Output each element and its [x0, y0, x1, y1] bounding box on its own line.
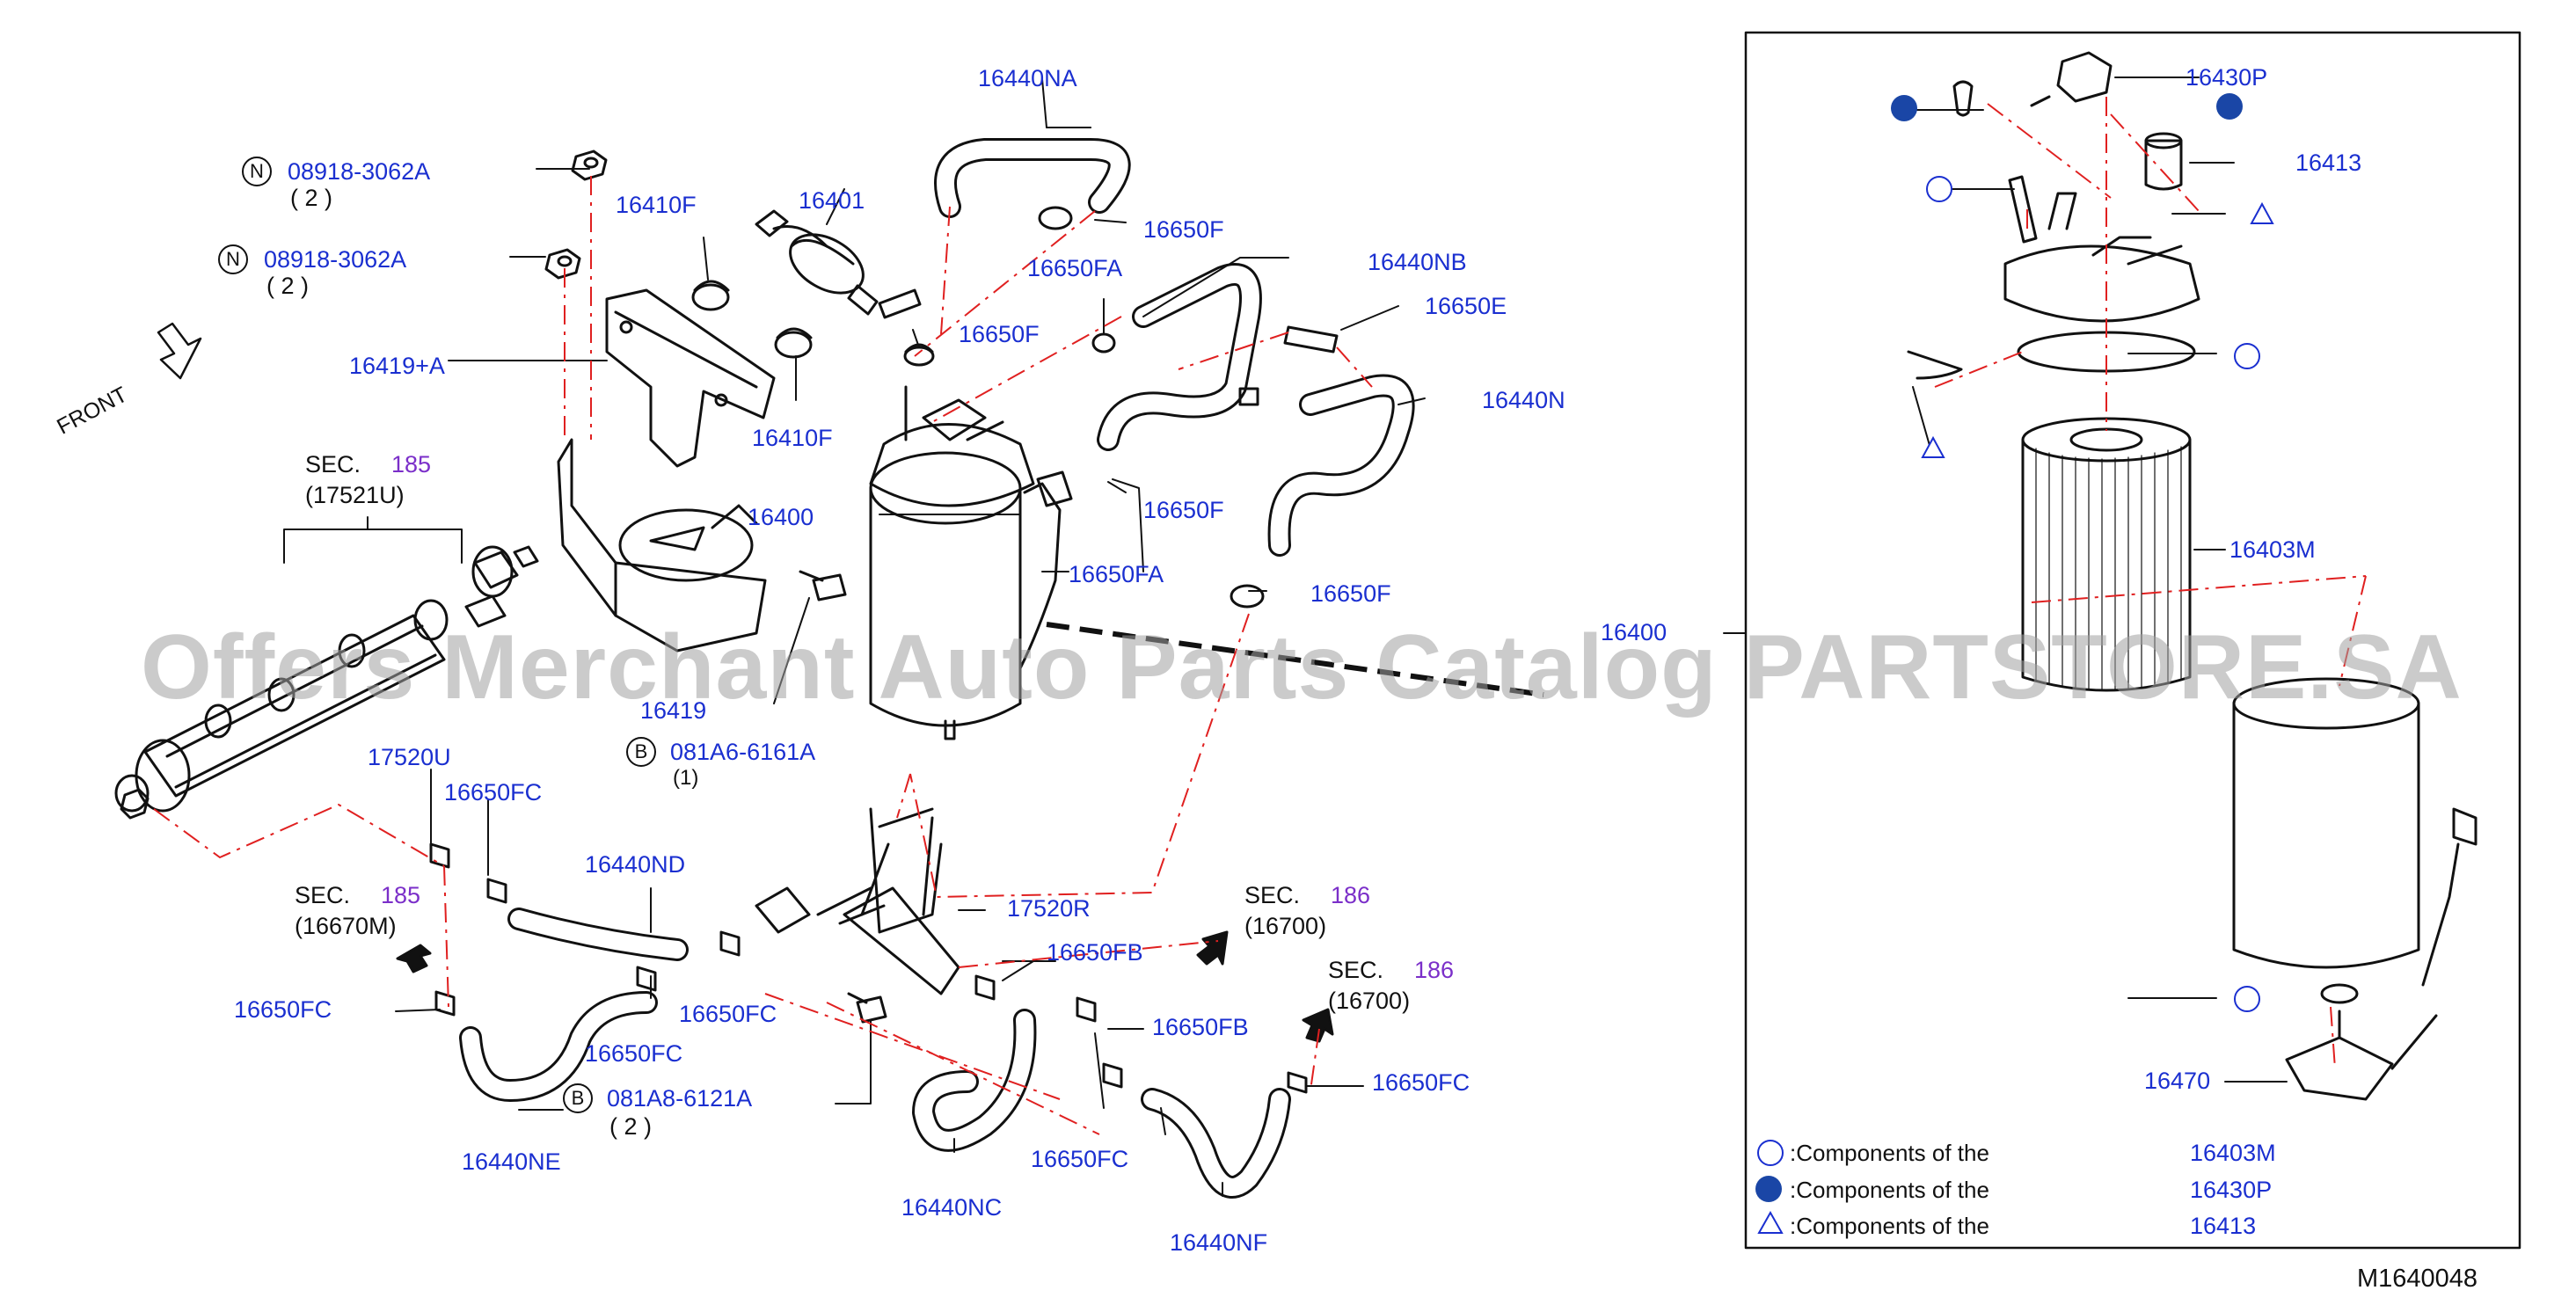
priming-pump-drawing	[755, 209, 922, 319]
leader-lines	[283, 77, 2288, 1197]
part-16650FC-a[interactable]: 16650FC	[444, 779, 543, 806]
sec-arrow-16700-a	[1196, 930, 1229, 966]
part-17520R[interactable]: 17520R	[1007, 895, 1091, 922]
sec-prefix-2: SEC.	[295, 882, 351, 908]
part-16650FA-b[interactable]: 16650FA	[1069, 561, 1164, 587]
part-16650FA-a[interactable]: 16650FA	[1027, 255, 1123, 281]
routing-lines	[153, 97, 2367, 1135]
part-16440NB[interactable]: 16440NB	[1368, 249, 1467, 275]
fuel-rail-drawing	[114, 545, 539, 820]
legend-open-circle-icon	[1757, 1140, 1784, 1166]
part-16650F-d[interactable]: 16650F	[1310, 580, 1391, 607]
bolt-code-n1[interactable]: 08918-3062A	[288, 158, 431, 185]
b-marker-2: B	[563, 1083, 593, 1113]
sec-prefix-1: SEC.	[305, 451, 361, 478]
part-16650FB-b[interactable]: 16650FB	[1152, 1014, 1249, 1040]
part-17520U[interactable]: 17520U	[368, 744, 451, 770]
part-16650FC-f[interactable]: 16650FC	[1372, 1069, 1470, 1096]
part-16419[interactable]: 16419	[640, 697, 707, 724]
bolt-code-b2[interactable]: 081A8-6121A	[607, 1085, 753, 1112]
sec-arrow-16670M	[396, 944, 432, 973]
part-16440ND[interactable]: 16440ND	[585, 851, 686, 878]
detail-connector	[1046, 622, 1544, 697]
sec-ref-2: (16670M)	[295, 913, 397, 939]
bolt-code-n2[interactable]: 08918-3062A	[264, 246, 407, 273]
front-arrow-icon	[157, 322, 202, 380]
legend-text-2: :Components of the	[1790, 1177, 1989, 1203]
bolt-qty-b1: (1)	[673, 766, 699, 790]
part-16410F-bot[interactable]: 16410F	[752, 425, 833, 451]
sec-ref-3: (16700)	[1244, 913, 1327, 939]
watermark-text: Offers Merchant Auto Parts Catalog PARTS…	[141, 616, 2463, 718]
b-marker-1: B	[626, 737, 656, 767]
bracket-drawing	[605, 288, 776, 468]
n-marker-2: N	[218, 244, 248, 274]
heater-bracket-drawing	[557, 438, 767, 652]
fuel-filter-drawing	[869, 385, 1073, 740]
sec-ref-1: (17521U)	[305, 482, 405, 508]
sec-ref-4: (16700)	[1328, 988, 1411, 1014]
part-16419A[interactable]: 16419+A	[349, 353, 445, 379]
sec-number-4[interactable]: 186	[1414, 957, 1455, 983]
legend-text-3: :Components of the	[1790, 1213, 1989, 1239]
legend-part-2[interactable]: 16430P	[2190, 1177, 2273, 1203]
part-16650E[interactable]: 16650E	[1425, 293, 1507, 319]
bolt-081A8	[847, 992, 887, 1024]
part-16650FB-a[interactable]: 16650FB	[1047, 939, 1143, 966]
part-16400[interactable]: 16400	[748, 504, 814, 530]
part-16650F-b[interactable]: 16650F	[959, 321, 1040, 347]
detail-box	[1744, 31, 2521, 1250]
bolt-qty-n2: ( 2 )	[266, 273, 310, 299]
bolt-081A6	[799, 570, 847, 601]
part-16413[interactable]: 16413	[2295, 149, 2362, 176]
open-circle-marker	[2234, 343, 2260, 369]
sec-prefix-3: SEC.	[1244, 882, 1301, 908]
part-16400-detail[interactable]: 16400	[1601, 619, 1667, 645]
small-clamps-drawing	[429, 842, 1308, 1094]
part-16650F-a[interactable]: 16650F	[1143, 216, 1224, 243]
open-circle-marker	[2234, 986, 2260, 1012]
part-16650F-c[interactable]: 16650F	[1143, 497, 1224, 523]
bolt-code-b1[interactable]: 081A6-6161A	[670, 739, 816, 765]
sec-arrow-16700-b	[1302, 1008, 1334, 1043]
part-16440N[interactable]: 16440N	[1482, 387, 1565, 413]
n-marker-1: N	[242, 157, 272, 186]
bolt-qty-b2: ( 2 )	[609, 1113, 653, 1140]
filled-circle-marker	[2216, 93, 2243, 120]
nuts-drawing	[544, 149, 608, 280]
part-16410F-top[interactable]: 16410F	[616, 192, 697, 218]
open-circle-marker	[1926, 176, 1952, 202]
part-16650FC-c[interactable]: 16650FC	[679, 1001, 777, 1027]
part-16650FC-e[interactable]: 16650FC	[1031, 1146, 1129, 1172]
part-16440NE[interactable]: 16440NE	[462, 1148, 561, 1175]
part-16650FC-d[interactable]: 16650FC	[585, 1040, 683, 1067]
part-16440NF[interactable]: 16440NF	[1170, 1229, 1268, 1256]
legend-text-1: :Components of the	[1790, 1140, 1989, 1166]
return-pipe-drawing	[755, 807, 960, 995]
legend-triangle-icon	[1757, 1210, 1784, 1234]
legend-filled-circle-icon	[1755, 1176, 1782, 1202]
sec-number-2[interactable]: 185	[381, 882, 421, 908]
legend-part-3[interactable]: 16413	[2190, 1213, 2257, 1239]
part-16430P[interactable]: 16430P	[2186, 64, 2268, 91]
detail-parts-drawing	[1907, 51, 2477, 1101]
legend-part-1[interactable]: 16403M	[2190, 1140, 2276, 1166]
sec-prefix-4: SEC.	[1328, 957, 1384, 983]
part-16401[interactable]: 16401	[799, 187, 865, 214]
part-16440NA[interactable]: 16440NA	[978, 65, 1077, 91]
sec-number-3[interactable]: 186	[1331, 882, 1371, 908]
bolt-qty-n1: ( 2 )	[290, 185, 333, 211]
part-16403M[interactable]: 16403M	[2229, 536, 2316, 563]
part-16470[interactable]: 16470	[2144, 1068, 2211, 1094]
part-16650FC-b[interactable]: 16650FC	[234, 996, 332, 1023]
part-16440NC[interactable]: 16440NC	[901, 1194, 1003, 1221]
sec-number-1[interactable]: 185	[391, 451, 432, 478]
filled-circle-marker	[1891, 95, 1917, 121]
diagram-code: M1640048	[2357, 1265, 2478, 1293]
